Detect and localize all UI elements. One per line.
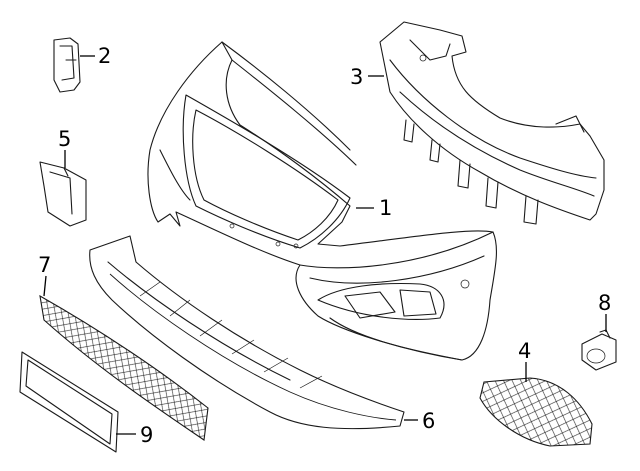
part-license-bracket [19,351,119,453]
callout-2: 2 [80,44,111,68]
callout-label-3: 3 [350,65,363,89]
part-side-grille [479,377,593,447]
part-sensor [581,329,617,371]
callout-label-4: 4 [518,339,531,363]
callout-label-9: 9 [140,423,153,447]
callout-4: 4 [518,339,531,382]
part-bumper-cover [147,41,497,361]
callout-label-2: 2 [98,44,111,68]
callout-label-1: 1 [379,196,392,220]
callout-1: 1 [356,196,392,220]
callout-5: 5 [58,127,71,168]
part-upper-bracket [379,21,605,225]
callout-label-6: 6 [422,409,435,433]
callout-6: 6 [404,409,435,433]
callout-7: 7 [38,253,51,297]
callout-9: 9 [116,423,153,447]
callout-label-8: 8 [598,291,611,315]
part-side-bracket [39,161,87,227]
part-grille-strip [39,294,209,441]
callout-3: 3 [350,65,384,89]
part-lower-frame [89,235,405,430]
callout-label-5: 5 [58,127,71,151]
part-small-bracket [53,37,81,93]
callout-label-7: 7 [38,253,51,277]
callout-8: 8 [598,291,611,332]
